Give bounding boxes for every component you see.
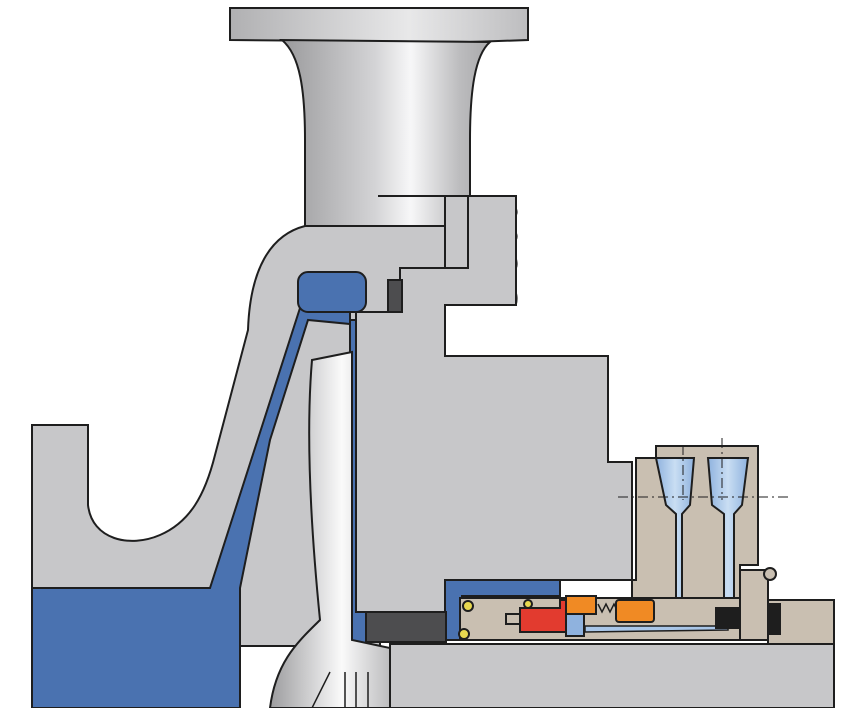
mechanical-seal <box>505 595 741 637</box>
throat-bushing <box>365 611 447 643</box>
stationary-seal-face <box>565 613 585 637</box>
nozzle-flange <box>229 7 529 44</box>
shaft-collar <box>739 567 835 645</box>
collar-ring <box>739 569 769 641</box>
collar-screw <box>763 567 777 581</box>
impeller-hub <box>268 350 391 708</box>
port-centerlines <box>618 438 792 500</box>
impeller-vanes <box>311 671 369 708</box>
pump-shaft <box>389 643 835 708</box>
seal-gland <box>618 438 792 641</box>
impeller <box>268 350 391 708</box>
secondary-seal <box>715 607 741 629</box>
small-gasket <box>387 279 403 313</box>
volute-fluid <box>31 306 351 708</box>
seal-retainer <box>565 595 597 615</box>
set-screw-2 <box>458 628 470 640</box>
set-screw-1 <box>462 600 474 612</box>
o-ring-1 <box>523 599 533 609</box>
sleeve-body <box>459 597 741 641</box>
spring-holder <box>615 599 655 623</box>
backplate <box>355 195 633 613</box>
casing-gasket <box>297 271 367 313</box>
drive-pin <box>505 613 521 625</box>
discharge-nozzle <box>229 7 529 227</box>
clamp-bolt <box>769 603 781 635</box>
seal-chamber <box>355 195 633 643</box>
shaft-sleeve <box>458 597 741 641</box>
